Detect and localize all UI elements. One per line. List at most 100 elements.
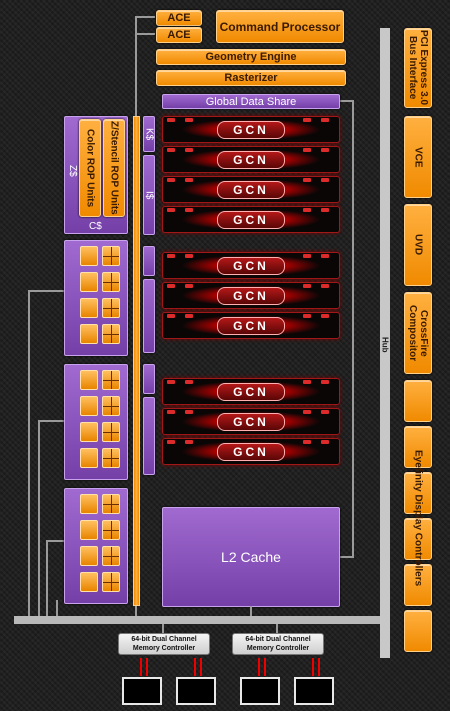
k-cache-label: K$ <box>143 127 155 141</box>
simd-indicator <box>321 178 329 182</box>
vce-label: VCE <box>412 146 424 168</box>
simd-indicator <box>321 314 329 318</box>
simd-indicator <box>167 118 175 122</box>
gcn-compute-unit: GCN <box>162 252 340 279</box>
mc2-line1: 64-bit Dual Channel <box>245 636 311 643</box>
dram-chip-2 <box>176 677 216 705</box>
simd-indicator <box>167 380 175 384</box>
rop-block-1: Z$ C$ Color ROP Units Z/Stencil ROP Unit… <box>64 116 128 234</box>
memory-link-arrow <box>194 658 196 676</box>
l2-cache: L2 Cache <box>162 507 340 607</box>
gcn-compute-unit: GCN <box>162 282 340 309</box>
z-stencil-rop-cell <box>102 546 120 566</box>
simd-indicator <box>303 440 311 444</box>
z-stencil-rop-cell <box>102 298 120 318</box>
simd-indicator <box>185 254 193 258</box>
dram-chip-3 <box>240 677 280 705</box>
gcn-label: GCN <box>217 120 285 139</box>
z-stencil-rop-cell <box>102 494 120 514</box>
scalar-bar <box>133 116 140 606</box>
global-data-share: Global Data Share <box>162 94 340 109</box>
l2-to-bus <box>250 606 252 616</box>
color-rop-units: Color ROP Units <box>79 119 101 217</box>
simd-indicator <box>303 118 311 122</box>
gds-h <box>340 100 354 102</box>
left-bus-4 <box>56 600 58 616</box>
color-rop-cell <box>80 520 98 540</box>
uvd-label: UVD <box>412 234 424 256</box>
k-cache-2 <box>143 246 155 276</box>
ace-label: ACE <box>167 29 191 41</box>
gcn-label: GCN <box>217 412 285 431</box>
memory-link-arrow <box>258 658 260 676</box>
simd-indicator <box>167 284 175 288</box>
geometry-engine-label: Geometry Engine <box>205 51 297 63</box>
simd-indicator <box>303 380 311 384</box>
simd-indicator <box>167 440 175 444</box>
left-bus-1 <box>28 290 30 616</box>
simd-indicator <box>185 314 193 318</box>
z-stencil-rop-label: Z/Stencil ROP Units <box>108 121 120 215</box>
mc1-bus <box>162 624 164 633</box>
simd-indicator <box>303 254 311 258</box>
simd-indicator <box>303 284 311 288</box>
display-controller-cell <box>404 426 432 468</box>
display-controller-cell <box>404 564 432 606</box>
color-rop-cell <box>80 572 98 592</box>
ace-block-2: ACE <box>156 27 202 43</box>
memory-link-arrow <box>312 658 314 676</box>
rasterizer: Rasterizer <box>156 70 346 86</box>
hub-label: Hub <box>379 330 391 360</box>
i-cache-label: I$ <box>143 190 155 200</box>
gcn-label: GCN <box>217 286 285 305</box>
ace-connector <box>135 16 155 18</box>
simd-indicator <box>167 208 175 212</box>
l2-h <box>340 556 354 558</box>
gds-to-l2 <box>352 100 354 558</box>
command-processor: Command Processor <box>216 10 344 43</box>
left-h-3 <box>46 540 64 542</box>
simd-indicator <box>185 440 193 444</box>
mc1-line2: Memory Controller <box>132 645 196 652</box>
simd-indicator <box>185 284 193 288</box>
color-rop-cell <box>80 370 98 390</box>
simd-indicator <box>321 254 329 258</box>
color-rop-cell <box>80 324 98 344</box>
simd-indicator <box>303 208 311 212</box>
gcn-label: GCN <box>217 210 285 229</box>
z-stencil-rop-cell <box>102 520 120 540</box>
simd-indicator <box>321 380 329 384</box>
eyefinity-display-controllers: Eyefinity Display Controllers <box>404 380 432 656</box>
vce-block: VCE <box>404 116 432 198</box>
color-rop-cell <box>80 546 98 566</box>
gcn-label: GCN <box>217 180 285 199</box>
display-controller-cell <box>404 518 432 560</box>
simd-indicator <box>167 314 175 318</box>
simd-indicator <box>167 148 175 152</box>
memory-link-arrow <box>140 658 142 676</box>
uvd-block: UVD <box>404 204 432 286</box>
command-processor-label: Command Processor <box>219 19 341 34</box>
color-rop-cell <box>80 298 98 318</box>
memory-link-arrow <box>200 658 202 676</box>
hub-text: Hub <box>380 337 390 353</box>
simd-indicator <box>185 148 193 152</box>
gcn-compute-unit: GCN <box>162 438 340 465</box>
display-controller-cell <box>404 380 432 422</box>
z-stencil-rop-units: Z/Stencil ROP Units <box>103 119 125 217</box>
simd-indicator <box>321 118 329 122</box>
gcn-label: GCN <box>217 316 285 335</box>
gcn-compute-unit: GCN <box>162 378 340 405</box>
z-stencil-rop-cell <box>102 448 120 468</box>
memory-controller-2: 64-bit Dual Channel Memory Controller <box>232 633 324 655</box>
mc2-line2: Memory Controller <box>246 645 310 652</box>
z-stencil-rop-cell <box>102 246 120 266</box>
gcn-label: GCN <box>217 442 285 461</box>
color-rop-cell <box>80 422 98 442</box>
color-rop-cell <box>80 246 98 266</box>
i-cache-3 <box>143 397 155 475</box>
eyefinity-label: Eyefinity Display Controllers <box>412 449 424 587</box>
gcn-compute-unit: GCN <box>162 312 340 339</box>
ace-label: ACE <box>167 12 191 24</box>
gcn-compute-unit: GCN <box>162 206 340 233</box>
